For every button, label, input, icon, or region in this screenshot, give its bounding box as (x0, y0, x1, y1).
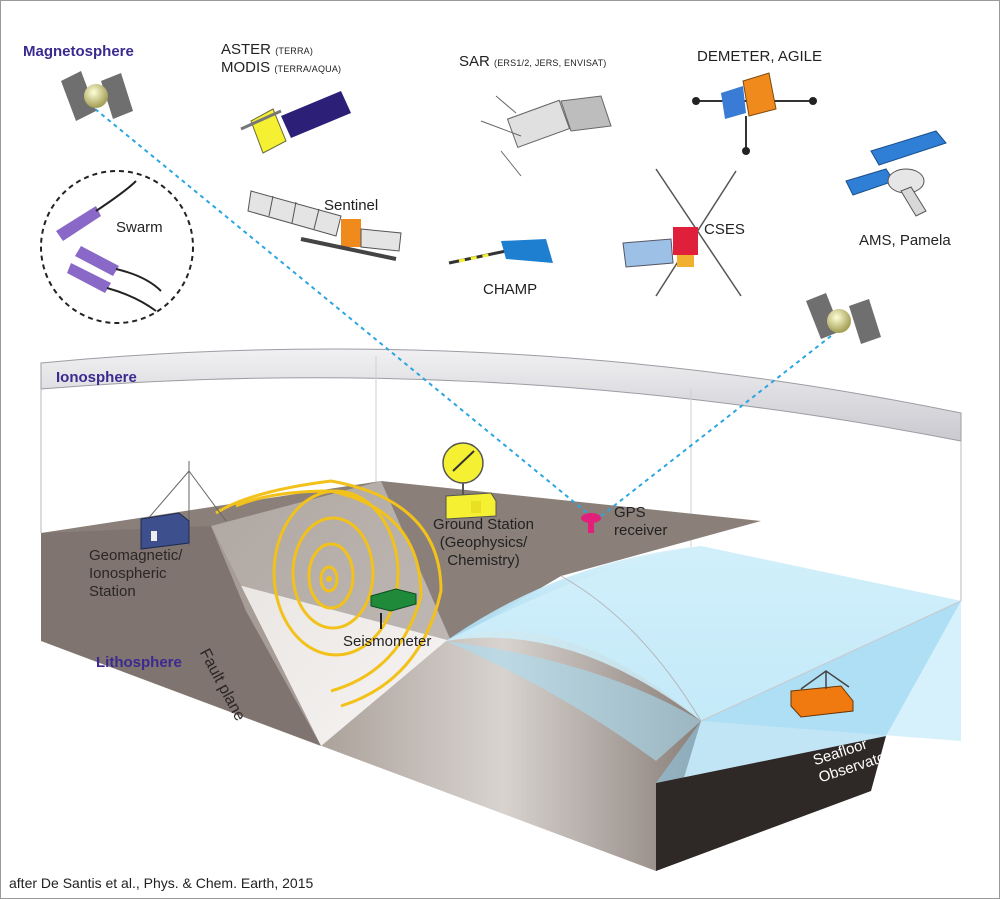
buoy-icon (790, 670, 854, 718)
geomagnetic-station-label: Geomagnetic/ Ionospheric Station (89, 547, 183, 600)
swarm-label: Swarm (116, 219, 163, 236)
champ-label: CHAMP (483, 281, 538, 298)
aster-label: ASTER (TERRA) (221, 41, 314, 58)
building-icon (445, 492, 497, 520)
satellite-icon (480, 95, 612, 177)
sentinel-label: Sentinel (324, 197, 379, 214)
demeter-label: DEMETER, AGILE (697, 48, 823, 65)
satellite-dish-icon (442, 442, 484, 496)
ground-station-label: Ground Station (Geophysics/ Chemistry) (433, 516, 534, 569)
modis-label: MODIS (TERRA/AQUA) (221, 59, 342, 76)
ams-label: AMS, Pamela (859, 232, 951, 249)
satellite-icon (240, 91, 351, 154)
gps-link-lines (88, 103, 832, 517)
satellite-icon (845, 130, 947, 217)
satellite-icon (692, 72, 817, 155)
epicenter-dot (326, 576, 332, 582)
fault-contours (215, 479, 443, 708)
seismometer-label: Seismometer (343, 633, 432, 650)
gps-receiver-icon (581, 513, 601, 533)
satellite-icon (247, 190, 402, 261)
gps-receiver-label: GPS receiver (614, 504, 668, 539)
ionosphere-label: Ionosphere (56, 369, 137, 386)
seismometer-icon (370, 588, 417, 629)
satellite-icon (61, 71, 133, 121)
sar-label: SAR (ERS1/2, JERS, ENVISAT) (459, 53, 607, 70)
credit-text: after De Santis et al., Phys. & Chem. Ea… (9, 875, 314, 891)
magnetosphere-label: Magnetosphere (23, 43, 134, 60)
swarm-group (40, 170, 194, 324)
cses-label: CSES (704, 221, 745, 238)
building-icon (140, 512, 190, 550)
satellite-icon (622, 168, 742, 297)
lithosphere-label: Lithosphere (96, 654, 182, 671)
satellite-icon (806, 293, 881, 344)
satellite-icon (448, 239, 553, 265)
